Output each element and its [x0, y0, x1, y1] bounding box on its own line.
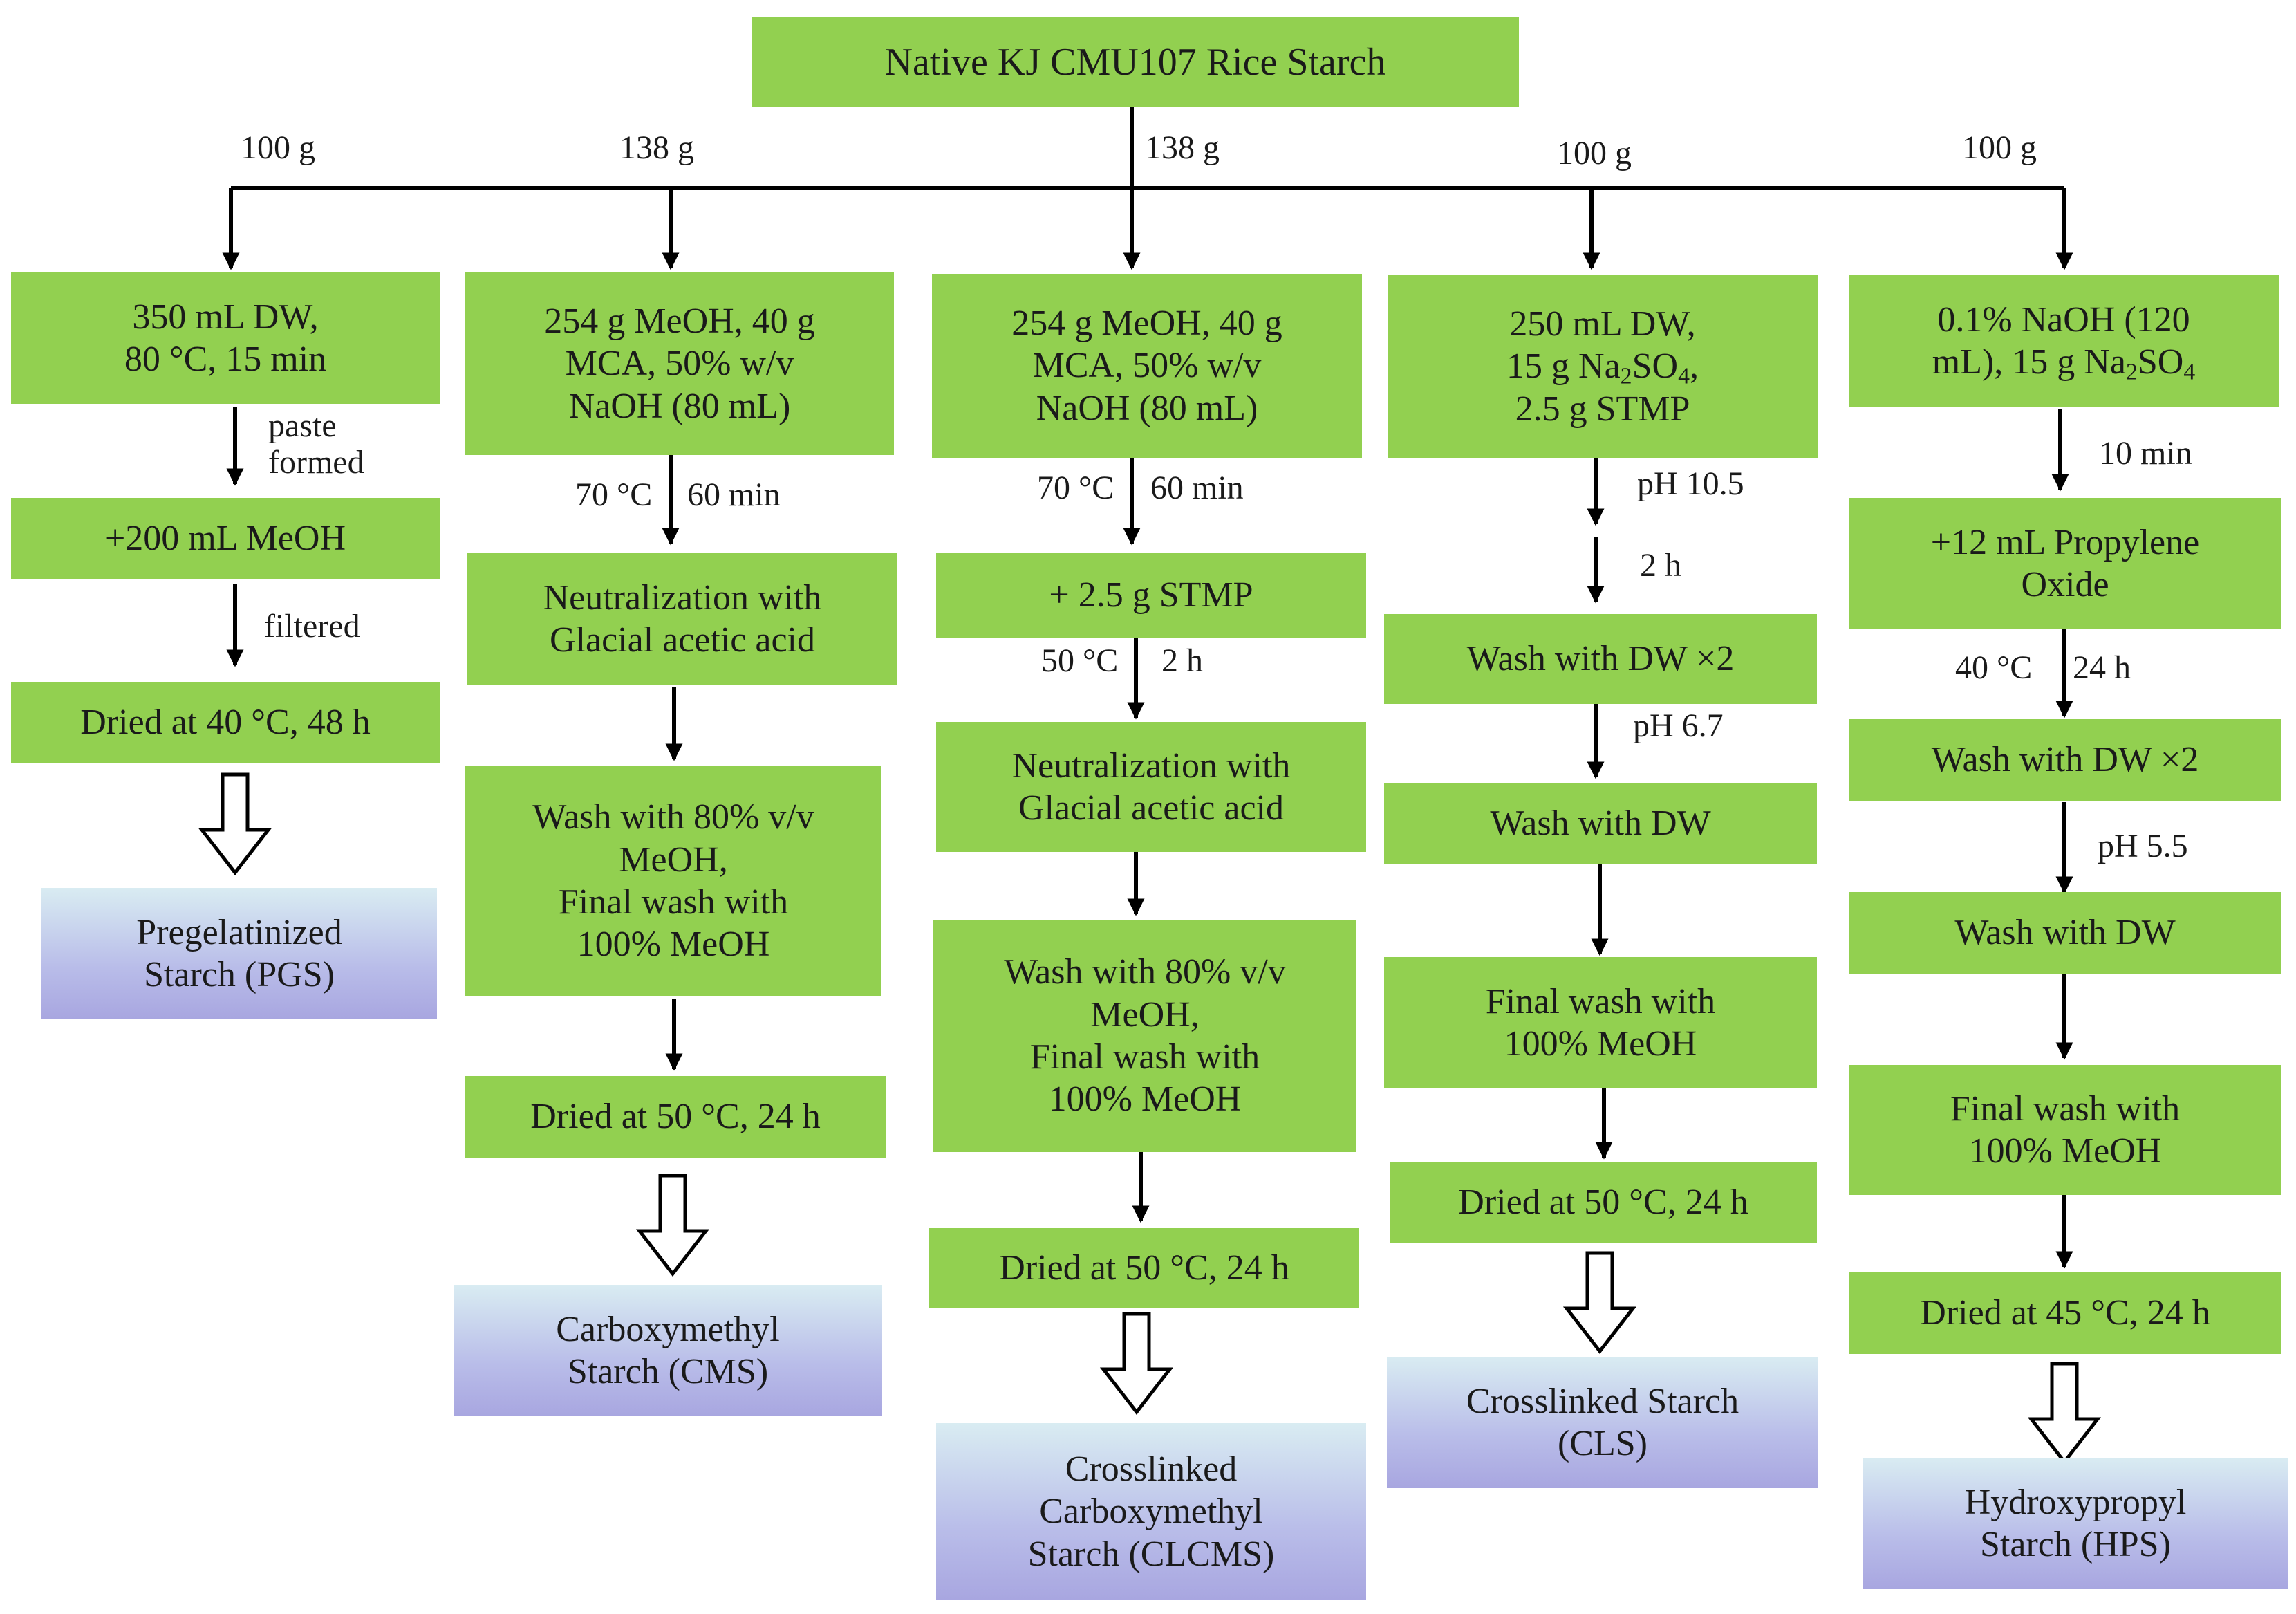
c5-step-1: 0.1% NaOH (120 mL), 15 g Na2SO4: [1849, 275, 2279, 407]
c5-condition-time-1: 10 min: [2099, 435, 2192, 472]
c4-condition-time: 2 h: [1640, 547, 1681, 584]
c3-step-1: 254 g MeOH, 40 g MCA, 50% w/v NaOH (80 m…: [932, 274, 1362, 458]
c2-condition-temp: 70 °C: [575, 476, 653, 513]
c3-step-2: + 2.5 g STMP: [936, 553, 1366, 638]
c3-condition-time-2: 2 h: [1161, 642, 1203, 679]
amount-label-5: 100 g: [1962, 129, 2037, 166]
c5-step-3: Wash with DW ×2: [1849, 719, 2281, 801]
c1-product-pgs: Pregelatinized Starch (PGS): [41, 888, 437, 1019]
amount-label-3: 138 g: [1145, 129, 1220, 166]
c5-step-2: +12 mL Propylene Oxide: [1849, 498, 2281, 629]
c1-step-1: 350 mL DW, 80 °C, 15 min: [11, 272, 440, 404]
c3-condition-temp-1: 70 °C: [1037, 470, 1114, 506]
product-arrow-4: [1562, 1251, 1637, 1355]
c4-step-2: Wash with DW ×2: [1384, 614, 1817, 704]
c4-step-1: 250 mL DW, 15 g Na2SO4, 2.5 g STMP: [1388, 275, 1818, 458]
c3-step-5: Dried at 50 °C, 24 h: [929, 1228, 1359, 1308]
c2-step-4: Dried at 50 °C, 24 h: [465, 1076, 886, 1158]
c5-step-6: Dried at 45 °C, 24 h: [1849, 1272, 2281, 1354]
c5-condition-temp: 40 °C: [1955, 649, 2033, 686]
c5-product-hps: Hydroxypropyl Starch (HPS): [1863, 1458, 2288, 1589]
amount-label-1: 100 g: [241, 129, 315, 166]
c2-product-cms: Carboxymethyl Starch (CMS): [454, 1285, 882, 1416]
root-label: Native KJ CMU107 Rice Starch: [884, 40, 1386, 84]
c4-step-5: Dried at 50 °C, 24 h: [1390, 1162, 1817, 1243]
c5-condition-ph: pH 5.5: [2098, 828, 2188, 864]
c3-condition-time-1: 60 min: [1150, 470, 1244, 506]
product-arrow-2: [635, 1174, 710, 1277]
product-arrow-1: [198, 772, 272, 876]
c2-step-2: Neutralization with Glacial acetic acid: [467, 553, 897, 685]
c5-step-4: Wash with DW: [1849, 892, 2281, 974]
c4-condition-ph-1: pH 10.5: [1637, 465, 1744, 502]
c1-condition-1: paste formed: [268, 407, 364, 481]
c1-condition-2: filtered: [264, 608, 360, 644]
c5-condition-time-2: 24 h: [2073, 649, 2131, 686]
root-box: Native KJ CMU107 Rice Starch: [752, 17, 1519, 107]
c4-step-3: Wash with DW: [1384, 783, 1817, 864]
c2-step-3: Wash with 80% v/v MeOH, Final wash with …: [465, 766, 881, 996]
c4-product-cls: Crosslinked Starch (CLS): [1387, 1357, 1818, 1488]
c3-step-3: Neutralization with Glacial acetic acid: [936, 722, 1366, 852]
c3-step-4: Wash with 80% v/v MeOH, Final wash with …: [933, 920, 1356, 1152]
product-arrow-3: [1099, 1312, 1174, 1416]
amount-label-4: 100 g: [1557, 135, 1632, 171]
c2-condition-time: 60 min: [687, 476, 781, 513]
c1-step-3: Dried at 40 °C, 48 h: [11, 682, 440, 763]
c4-condition-ph-2: pH 6.7: [1633, 707, 1724, 744]
c4-step-4: Final wash with 100% MeOH: [1384, 957, 1817, 1088]
c5-step-5: Final wash with 100% MeOH: [1849, 1065, 2281, 1195]
c3-condition-temp-2: 50 °C: [1041, 642, 1119, 679]
c3-product-clcms: Crosslinked Carboxymethyl Starch (CLCMS): [936, 1423, 1366, 1600]
amount-label-2: 138 g: [619, 129, 694, 166]
product-arrow-5: [2027, 1362, 2102, 1465]
c2-step-1: 254 g MeOH, 40 g MCA, 50% w/v NaOH (80 m…: [465, 272, 894, 455]
c1-step-2: +200 mL MeOH: [11, 498, 440, 579]
